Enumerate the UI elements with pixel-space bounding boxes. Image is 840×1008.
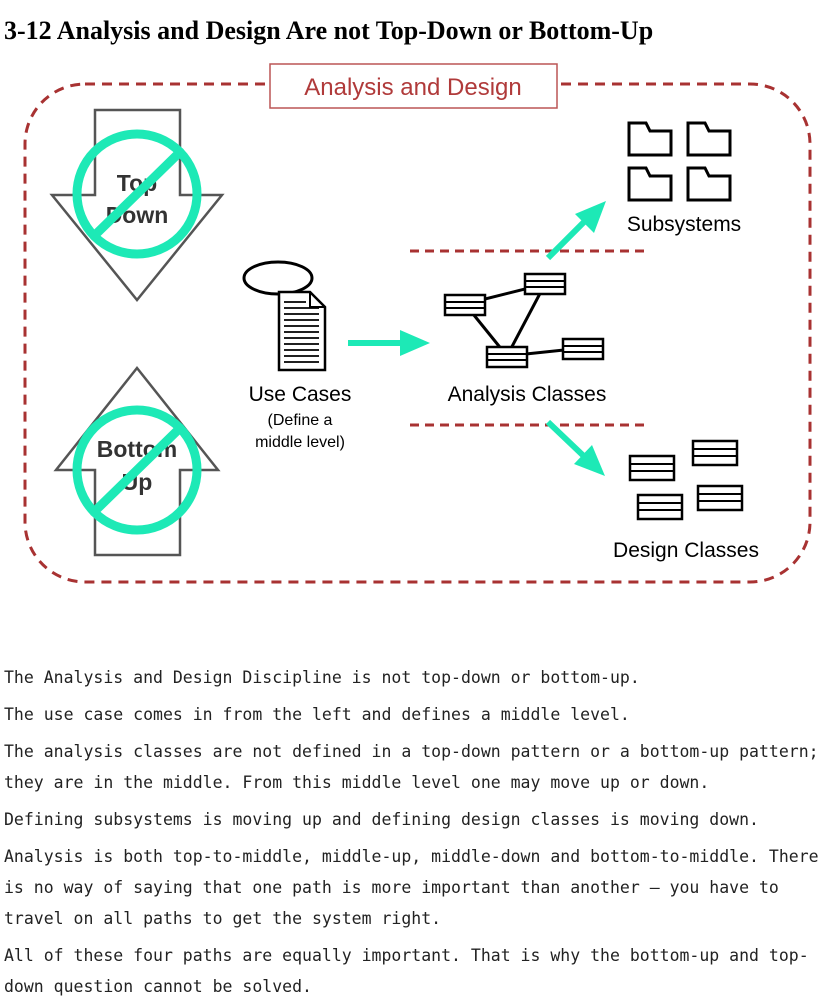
subsystems-label: Subsystems: [627, 213, 741, 236]
subsystems-icon: [627, 121, 732, 202]
paragraph: The use case comes in from the left and …: [4, 705, 630, 724]
prohibit-icon: [72, 405, 202, 535]
paragraph: Analysis is both top-to-middle, middle-u…: [4, 847, 819, 928]
arrow-right-icon: [348, 330, 430, 356]
arrow-up-right-icon: [545, 201, 606, 261]
paragraph: The analysis classes are not defined in …: [4, 742, 819, 792]
use-cases-label: Use Cases: [249, 383, 352, 406]
use-cases-note-1: (Define a: [268, 412, 333, 429]
design-classes-label: Design Classes: [613, 539, 759, 562]
design-classes-icon: [628, 439, 744, 521]
page-title: 3-12 Analysis and Design Are not Top-Dow…: [4, 16, 654, 45]
paragraph: The Analysis and Design Discipline is no…: [4, 668, 640, 687]
paragraph: All of these four paths are equally impo…: [4, 946, 809, 996]
frame-label-box: [269, 63, 558, 109]
frame-label: Analysis and Design: [304, 74, 521, 101]
arrow-down-right-icon: [545, 419, 605, 476]
prohibit-icon: [72, 129, 202, 259]
analysis-design-diagram: Analysis and Design Top Down Bottom Up: [23, 63, 812, 584]
paragraph: Defining subsystems is moving up and def…: [4, 810, 759, 829]
use-cases-note-2: middle level): [255, 434, 345, 451]
analysis-classes-icon: [443, 272, 605, 369]
analysis-classes-label: Analysis Classes: [448, 383, 607, 406]
description: The Analysis and Design Discipline is no…: [4, 662, 838, 1008]
use-case-icon: [242, 260, 327, 372]
